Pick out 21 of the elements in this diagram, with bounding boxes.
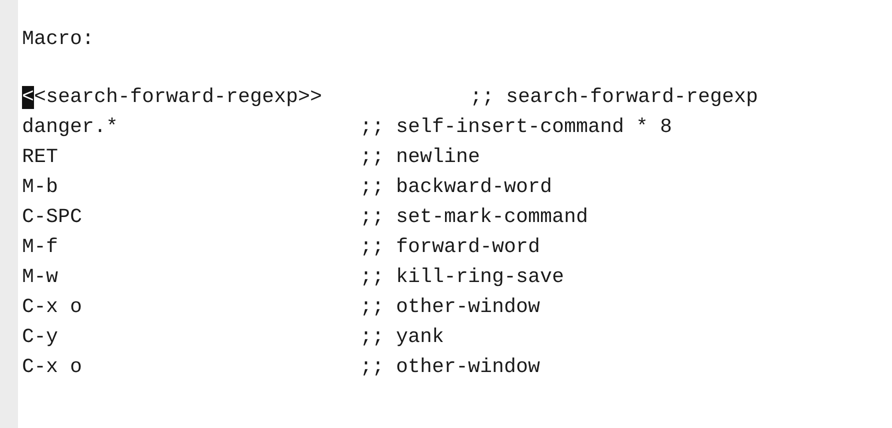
command-comment: ;; self-insert-command * 8: [360, 116, 672, 140]
buffer-heading: Macro:: [22, 28, 94, 52]
command-comment: ;; backward-word: [360, 176, 552, 200]
command-comment: ;; forward-word: [360, 236, 540, 260]
command-comment: ;; kill-ring-save: [360, 266, 564, 290]
key-sequence: C-x o: [22, 356, 82, 380]
key-sequence: M-w: [22, 266, 58, 290]
key-sequence: M-b: [22, 176, 58, 200]
command-comment: ;; set-mark-command: [360, 206, 588, 230]
key-sequence: M-f: [22, 236, 58, 260]
command-comment: ;; yank: [360, 326, 444, 350]
command-comment: ;; search-forward-regexp: [470, 86, 758, 110]
key-sequence: RET: [22, 146, 58, 170]
command-comment: ;; newline: [360, 146, 480, 170]
key-sequence: C-SPC: [22, 206, 82, 230]
key-sequence: C-x o: [22, 296, 82, 320]
command-comment: ;; other-window: [360, 296, 540, 320]
key-sequence: danger.*: [22, 116, 118, 140]
key-sequence: C-y: [22, 326, 58, 350]
key-sequence: <<search-forward-regexp>>: [22, 86, 322, 110]
command-comment: ;; other-window: [360, 356, 540, 380]
